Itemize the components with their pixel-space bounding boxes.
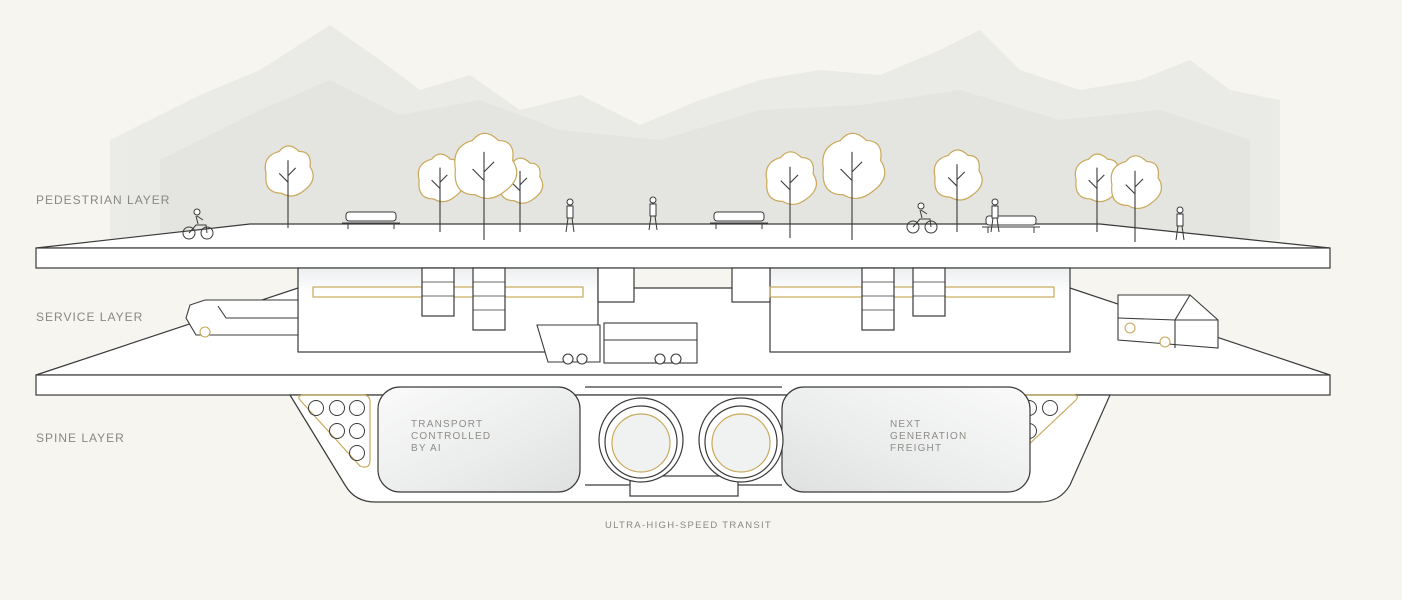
- tree: [1110, 155, 1163, 242]
- tree: [264, 145, 314, 228]
- delivery-van-right: [1117, 294, 1219, 349]
- transit-caption: ULTRA-HIGH-SPEED TRANSIT: [605, 520, 773, 531]
- autonomous-bus-left: [185, 299, 299, 338]
- spine-layer-label: SPINE LAYER: [36, 431, 125, 445]
- tree: [454, 132, 518, 240]
- bench: [710, 211, 768, 229]
- freight-truck: [536, 322, 698, 365]
- pedestrian: [648, 196, 658, 231]
- service-layer-label: SERVICE LAYER: [36, 310, 144, 324]
- pedestrian: [565, 198, 575, 233]
- tree: [822, 132, 886, 240]
- pedestrian-layer-label: PEDESTRIAN LAYER: [36, 193, 171, 207]
- pod-label-ai-transport: TRANSPORT CONTROLLED BY AI: [411, 419, 492, 454]
- cyclist: [906, 202, 938, 234]
- tree: [933, 149, 983, 232]
- mountains-background: [110, 25, 1280, 240]
- cyclist: [182, 208, 214, 240]
- bench: [342, 211, 400, 229]
- pedestrian: [1175, 206, 1185, 241]
- pedestrian-props: [182, 132, 1185, 242]
- pedestrian-deck: [35, 223, 1331, 269]
- tree: [765, 151, 818, 238]
- spine-layer-structure: [288, 386, 1111, 503]
- pod-label-freight: NEXT GENERATION FREIGHT: [890, 419, 968, 454]
- transit-tubes: [598, 397, 784, 483]
- pedestrian: [990, 198, 1000, 233]
